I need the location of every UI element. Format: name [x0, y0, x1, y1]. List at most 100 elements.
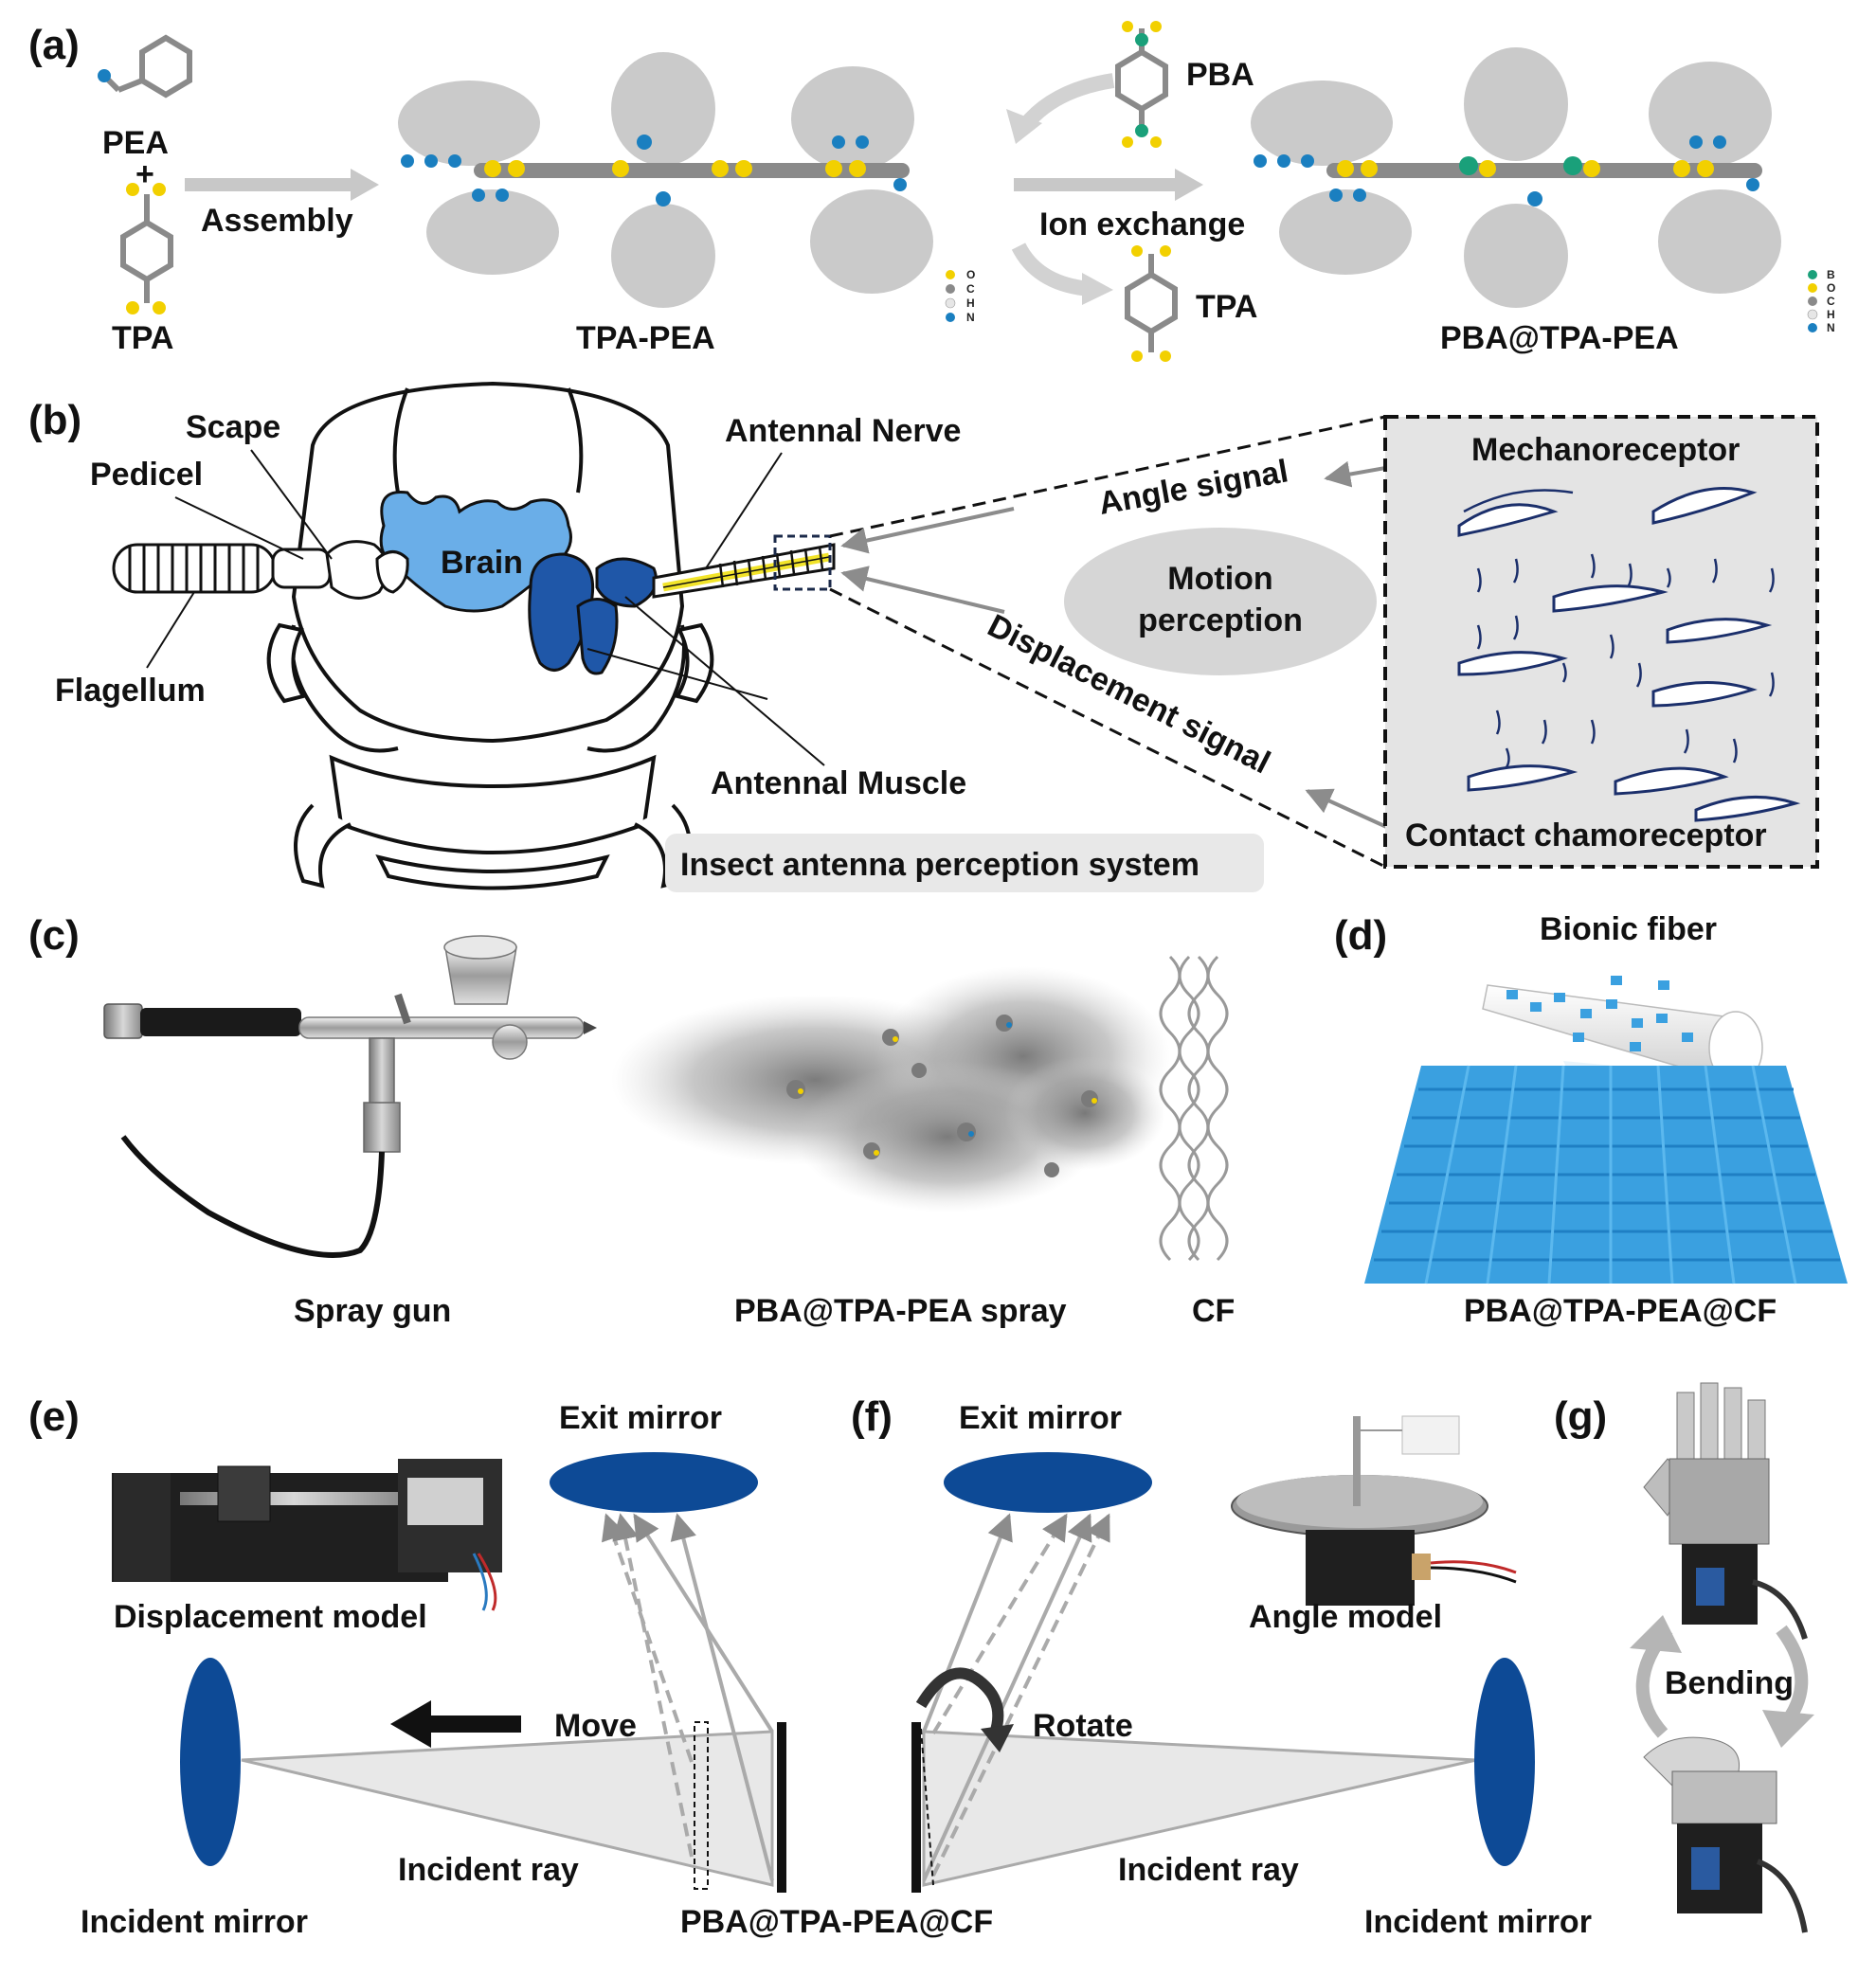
displacement-signal-arrow: [840, 566, 1005, 614]
motion-perception-ellipse: [1064, 528, 1377, 675]
flagellum-coil: [112, 543, 277, 594]
legend-n: N: [1827, 321, 1835, 334]
angle-model-device: [1231, 1415, 1517, 1606]
right-antenna: [652, 543, 836, 599]
sample-ghost-f: [920, 1728, 934, 1886]
panel-c: (c) Spray gun: [28, 912, 1235, 1329]
pba-tpa-pea-label: PBA@TPA-PEA: [1440, 320, 1679, 356]
incident-ray-beam-e: [241, 1730, 774, 1887]
pea-label: PEA: [102, 125, 169, 161]
antennal-muscle-leader-2: [586, 648, 768, 700]
tpa-curved-arrowhead: [1082, 273, 1113, 305]
robotic-hand-bottom: [1643, 1736, 1808, 1933]
angle-signal-label: Angle signal: [1096, 453, 1291, 522]
pba-b-atom: [1135, 33, 1148, 46]
exit-mirror-f: [944, 1452, 1152, 1513]
legend-n: N: [966, 311, 975, 324]
pba-curved-arrowhead: [1006, 109, 1042, 144]
exit-mirror-e: [550, 1452, 758, 1513]
motion-perception-line1: Motion: [1167, 561, 1272, 597]
tpa-o-atom: [1160, 245, 1171, 257]
pedicel-leader: [174, 496, 304, 560]
legend-c: C: [1827, 295, 1835, 308]
ion-exchange-label: Ion exchange: [1039, 207, 1245, 243]
bionic-fiber-label: Bionic fiber: [1540, 911, 1717, 947]
incident-ray-label-e: Incident ray: [398, 1852, 579, 1888]
tpa-o-atom: [126, 301, 139, 314]
pba-b-atom: [1135, 124, 1148, 137]
assembly-label: Assembly: [201, 203, 353, 239]
sample-label-e: PBA@TPA-PEA@CF: [680, 1904, 993, 1940]
incident-mirror-f: [1474, 1658, 1535, 1866]
pba-tpa-pea-crystal-structure: [1251, 47, 1781, 308]
brain-shape: [379, 490, 572, 613]
system-label: Insect antenna perception system: [680, 847, 1200, 883]
move-label: Move: [554, 1708, 637, 1744]
legend-o: O: [966, 268, 975, 281]
panel-d: (d) Bionic fiber: [1334, 911, 1848, 1329]
incident-ray-beam-f: [922, 1730, 1477, 1887]
atom-legend-1: O C H N: [945, 268, 975, 324]
woven-fabric: [1364, 1065, 1848, 1284]
legend-b: B: [1827, 268, 1835, 281]
legend-h: H: [1827, 308, 1835, 321]
panel-label-c: (c): [28, 912, 80, 959]
incident-ray-label-f: Incident ray: [1118, 1852, 1299, 1888]
panel-e: (e) Displacement model Exit mirror Incid…: [28, 1393, 993, 1940]
tpa-o-atom: [1131, 350, 1143, 362]
incident-mirror-label-e: Incident mirror: [81, 1904, 308, 1940]
legend-o: O: [1827, 281, 1835, 295]
antennal-muscle-shape: [528, 552, 658, 675]
robotic-hand-top: [1643, 1382, 1808, 1640]
pea-molecule: [101, 34, 192, 99]
displacement-model-device: [112, 1459, 502, 1611]
antennal-nerve-label: Antennal Nerve: [725, 413, 961, 449]
right-antenna-segments: [718, 546, 824, 588]
pea-n-atom: [98, 69, 111, 82]
system-label-box: [665, 834, 1264, 892]
antennal-nerve-leader: [705, 452, 783, 569]
motion-perception-line2: perception: [1138, 602, 1303, 638]
rotate-arrow: [915, 1667, 1004, 1735]
tpa-o-atom: [1160, 350, 1171, 362]
antenna-zoom-box: [773, 534, 832, 591]
rotate-arrowhead: [981, 1724, 1014, 1752]
exit-mirror-label-f: Exit mirror: [959, 1400, 1122, 1436]
rotate-label: Rotate: [1033, 1708, 1133, 1744]
sample-ghost-e: [694, 1721, 709, 1890]
panel-b: (b) Brain: [28, 381, 1819, 892]
flagellum-leader: [146, 591, 195, 669]
panel-a: (a) PEA + TPA Assembly: [28, 21, 1835, 362]
flagellum-label: Flagellum: [55, 673, 206, 709]
reflected-rays-e: [602, 1513, 774, 1881]
tpa-o-atom: [153, 183, 166, 196]
tpa-right-label: TPA: [1196, 289, 1257, 325]
angle-model-label: Angle model: [1249, 1599, 1442, 1635]
zoom-connector-top: [829, 415, 1386, 538]
assembly-arrowhead: [351, 169, 379, 201]
panel-label-g: (g): [1554, 1393, 1607, 1440]
atom-legend-2: B O C H N: [1807, 268, 1835, 334]
mechanoreceptor-label: Mechanoreceptor: [1471, 432, 1740, 468]
panel-g: (g) Bending: [1554, 1382, 1814, 1933]
incident-mirror-label-f: Incident mirror: [1364, 1904, 1592, 1940]
panel-f: (f) Exit mirror Angle model Incident ray: [851, 1393, 1592, 1940]
chemoreceptor-arrow: [1305, 788, 1394, 832]
spray-gun-label: Spray gun: [294, 1293, 451, 1329]
cf-fiber: [1159, 955, 1229, 1262]
reflected-rays-f: [922, 1513, 1110, 1881]
pba-o-atom: [1122, 136, 1133, 148]
panel-label-b: (b): [28, 397, 81, 443]
sample-plate-e: [777, 1722, 786, 1893]
scape-leader: [250, 449, 333, 560]
pba-o-atom: [1122, 21, 1133, 32]
tpa-o-atom: [153, 301, 166, 314]
bending-arrowhead-right: [1762, 1710, 1814, 1748]
tpa-pea-crystal-structure: [398, 52, 933, 308]
sample-plate-f: [911, 1722, 921, 1893]
fabric-label: PBA@TPA-PEA@CF: [1464, 1293, 1777, 1329]
pedicel-label: Pedicel: [90, 457, 203, 493]
pba-curved-arrow: [1017, 73, 1115, 133]
receptor-hairs: [1457, 487, 1801, 822]
